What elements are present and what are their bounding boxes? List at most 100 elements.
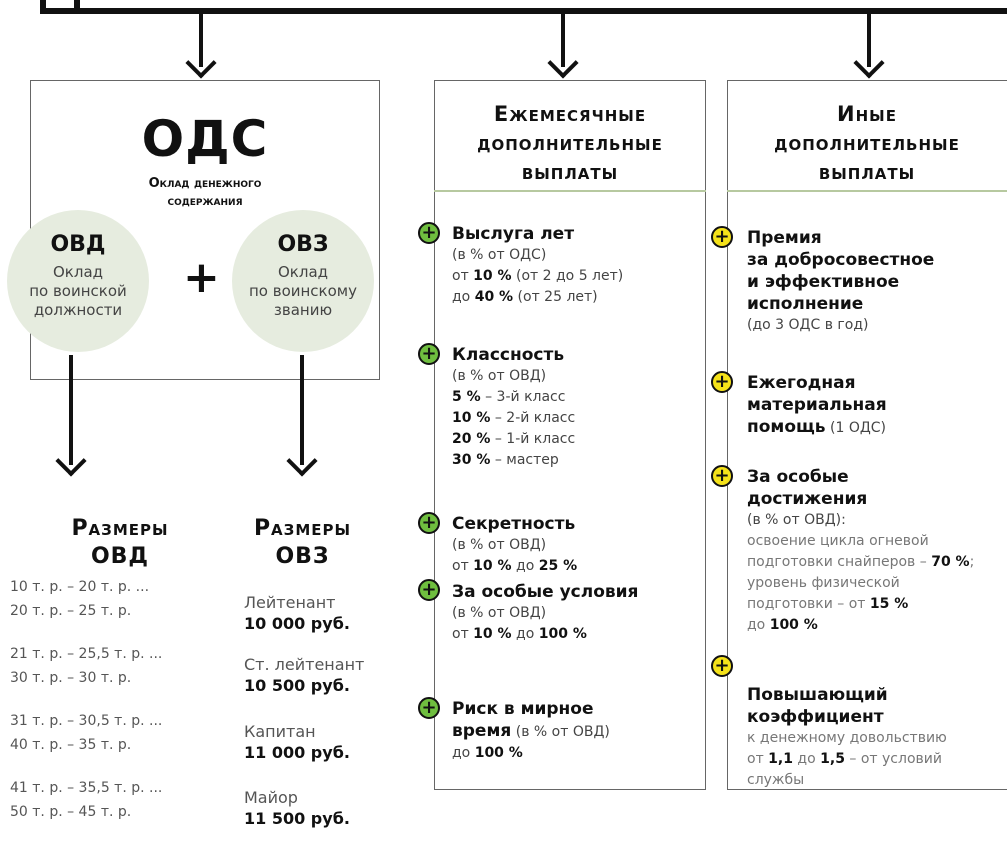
item-title: за добросовестное: [747, 250, 935, 270]
item-line: подготовки – от 15 %: [747, 594, 974, 615]
item-line: (до 3 ОДС в год): [747, 317, 869, 333]
plus-circle-icon: +: [418, 579, 440, 601]
text: от: [452, 626, 474, 642]
value: 70 %: [931, 554, 970, 570]
ovz-rank: Лейтенант: [244, 593, 336, 612]
value: 100 %: [474, 745, 523, 761]
ovz-circle: ОВЗ Оклад по воинскому званию: [232, 210, 374, 352]
text: ;: [969, 554, 975, 570]
ovz-sizes-heading-line: Размеры: [253, 516, 352, 541]
text: (от 25 лет): [513, 289, 598, 305]
monthly-heading: Ежемесячные дополнительные выплаты: [434, 100, 706, 187]
other-item-bonus: Премия за добросовестное и эффективное и…: [747, 227, 934, 336]
plus-circle-icon: +: [711, 371, 733, 393]
ovz-desc-line: по воинскому: [248, 282, 357, 300]
text: от: [452, 558, 474, 574]
item-title: Ежегодная: [747, 373, 856, 393]
ovd-circle: ОВД Оклад по воинской должности: [7, 210, 149, 352]
item-title: помощь: [747, 417, 826, 437]
monthly-heading-line: дополнительные: [477, 131, 663, 155]
monthly-heading-line: выплаты: [521, 160, 619, 184]
text: от: [747, 751, 769, 767]
ovd-size-row: 10 т. р. – 20 т. р. ...: [10, 579, 150, 595]
corner-mark: [74, 0, 80, 10]
ovz-abbr: ОВЗ: [277, 232, 329, 257]
item-line: от 10 % до 25 %: [452, 556, 577, 577]
item-title: время: [452, 721, 512, 741]
item-line: от 1,1 до 1,5 – от условий: [747, 749, 947, 770]
arrow-down-icon: [853, 47, 885, 79]
item-line: до 100 %: [452, 743, 610, 764]
corner-mark: [40, 0, 46, 10]
top-connector-bar: [40, 8, 1007, 14]
arrow-down-icon: [55, 445, 87, 477]
other-heading-line: Иные: [837, 102, 897, 126]
ovz-amount: 10 000 руб.: [244, 614, 350, 633]
text: от: [452, 268, 474, 284]
other-payments-box: [727, 80, 1007, 790]
connector-line: [199, 12, 203, 67]
value: 100 %: [769, 617, 818, 633]
ovd-size-row: 31 т. р. – 30,5 т. р. ...: [10, 713, 163, 729]
item-line: 20 % – 1-й класс: [452, 429, 575, 450]
other-heading: Иные дополнительные выплаты: [727, 100, 1007, 187]
item-line: уровень физической: [747, 575, 900, 591]
text: до: [452, 745, 475, 761]
item-line: освоение цикла огневой: [747, 533, 929, 549]
value: 30 %: [452, 452, 491, 468]
connector-line: [300, 355, 304, 465]
ods-title: ОДС: [141, 110, 269, 168]
item-line: от 10 % (от 2 до 5 лет): [452, 266, 623, 287]
item-line: время (в % от ОВД): [452, 720, 610, 743]
connector-line: [867, 12, 871, 67]
text: – 3-й класс: [480, 389, 566, 405]
ovd-sizes-heading: Размеры ОВД: [20, 515, 220, 571]
item-line: подготовки снайперов – 70 %;: [747, 552, 974, 573]
plus-circle-icon: +: [418, 697, 440, 719]
text: до: [747, 617, 770, 633]
ovd-size-row: 41 т. р. – 35,5 т. р. ...: [10, 780, 163, 796]
ovd-size-row: 30 т. р. – 30 т. р.: [10, 670, 132, 686]
item-line: 10 % – 2-й класс: [452, 408, 575, 429]
text: – 2-й класс: [490, 410, 576, 426]
ovz-amount: 10 500 руб.: [244, 676, 350, 695]
ovd-size-row: 40 т. р. – 35 т. р.: [10, 737, 132, 753]
item-line: (в % от ОВД): [452, 368, 547, 384]
value: 100 %: [538, 626, 587, 642]
ovd-sizes-heading-line: Размеры: [71, 516, 169, 541]
item-line: (в % от ОДС): [452, 247, 547, 263]
item-line: (в % от ОВД): [452, 605, 547, 621]
value: 10 %: [473, 558, 512, 574]
other-item-coefficient: Повышающий коэффициент к денежному довол…: [747, 684, 947, 791]
value: 15 %: [869, 596, 909, 612]
ovd-desc-line: должности: [33, 301, 123, 319]
ovz-desc-line: Оклад: [277, 263, 329, 281]
monthly-payments-box: [434, 80, 706, 790]
item-title: исполнение: [747, 294, 864, 314]
value: 5 %: [452, 389, 481, 405]
item-line: службы: [747, 772, 805, 788]
item-title: достижения: [747, 489, 868, 509]
item-title: Классность: [452, 345, 565, 365]
ovz-rank: Ст. лейтенант: [244, 655, 365, 674]
monthly-item-secrecy: Секретность (в % от ОВД) от 10 % до 25 %: [452, 513, 577, 577]
ovz-desc: Оклад по воинскому званию: [232, 263, 374, 320]
ovz-amount: 11 500 руб.: [244, 809, 350, 828]
other-heading-rule: [727, 190, 1007, 192]
ovd-desc-line: Оклад: [52, 263, 104, 281]
ovd-size-row: 50 т. р. – 45 т. р.: [10, 804, 132, 820]
value: 10 %: [473, 626, 512, 642]
ods-subtitle-line: содержания: [167, 194, 243, 209]
value: 10 %: [452, 410, 491, 426]
ovz-amount: 11 000 руб.: [244, 743, 350, 762]
ovd-desc: Оклад по воинской должности: [7, 263, 149, 320]
value: 1,5: [820, 751, 845, 767]
item-line: помощь (1 ОДС): [747, 416, 887, 439]
ovz-rank: Майор: [244, 788, 298, 807]
item-line: 5 % – 3-й класс: [452, 387, 575, 408]
value: 20 %: [452, 431, 491, 447]
monthly-item-special-conditions: За особые условия (в % от ОВД) от 10 % д…: [452, 581, 638, 645]
plus-circle-icon: +: [711, 465, 733, 487]
plus-circle-icon: +: [711, 226, 733, 248]
text: до: [511, 558, 539, 574]
